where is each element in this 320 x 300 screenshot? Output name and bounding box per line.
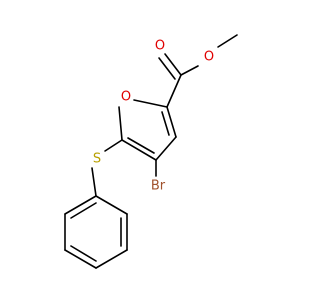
carbonyl-oxygen-label: O bbox=[155, 39, 165, 54]
bond-ph-c4-c5-inner bbox=[70, 245, 97, 262]
sulfur-label: S bbox=[93, 152, 101, 167]
bond-furan-c3-c2-inner bbox=[161, 111, 170, 136]
furan-oxygen-label: O bbox=[121, 90, 131, 105]
ester-oxygen-label: O bbox=[204, 50, 214, 65]
bond-ph-c6-c1 bbox=[64, 195, 97, 215]
bond-furan-c5-c4-inner bbox=[127, 137, 155, 154]
bond-ph-c4-c5 bbox=[64, 249, 97, 269]
bond-furan-c3-c2 bbox=[166, 106, 177, 138]
bond-ph-c3-c4 bbox=[95, 249, 128, 269]
bond-carbonyl-double-a bbox=[164, 53, 182, 76]
bond-ph-c1-c2 bbox=[95, 195, 128, 215]
bond-furan-c5-c4 bbox=[121, 139, 157, 161]
bond-c5-sulfur bbox=[104, 139, 123, 152]
molecule-diagram: O O O S Br bbox=[64, 34, 238, 269]
atom-labels: O O O S Br bbox=[93, 39, 214, 194]
bonds bbox=[64, 34, 238, 269]
bond-furan-c4-c3 bbox=[155, 136, 177, 161]
bond-methyl-ester-oxygen bbox=[217, 34, 238, 48]
bond-ph-c6-c1-inner bbox=[70, 202, 97, 219]
bond-sulfur-phenyl bbox=[91, 167, 97, 197]
bond-furan-c2-o1 bbox=[133, 99, 168, 108]
bond-furan-o1-c5 bbox=[118, 106, 123, 141]
bromine-label: Br bbox=[151, 179, 166, 194]
bond-carbonyl-double-b bbox=[158, 57, 176, 80]
molecule-structure: O O O S Br bbox=[64, 34, 238, 269]
bond-ester-oxygen-carbonyl-carbon bbox=[180, 65, 199, 76]
bond-carbonyl-carbon-furan-c2 bbox=[166, 74, 182, 108]
